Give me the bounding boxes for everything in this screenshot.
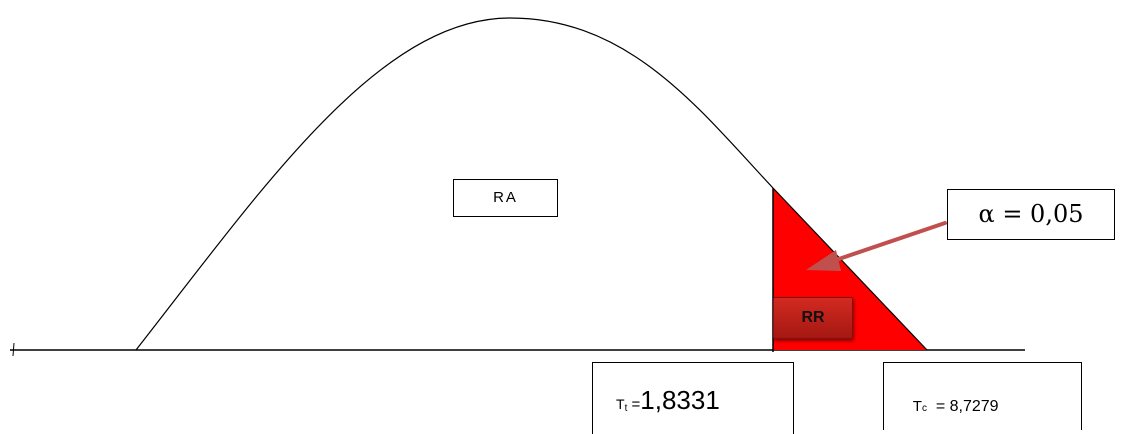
t-table-label: Tt =1,8331 [592,362,794,434]
t-calc-equals: = [926,398,946,415]
t-table-text: Tt =1,8331 [616,385,720,416]
axis-left-tick [12,342,15,357]
t-calc-text: Tc = 8,7279 [895,380,999,434]
distribution-curve [135,17,928,351]
t-calc-symbol: T [912,398,922,415]
t-table-symbol: T [616,396,625,412]
t-table-subscript: t [624,403,628,414]
alpha-label: α = 0,05 [947,189,1115,240]
acceptance-region-text: RA [493,189,518,206]
t-table-equals: = [627,396,641,413]
alpha-text: α = 0,05 [978,200,1084,228]
t-calc-value: 8,7279 [945,398,999,415]
alpha-arrow [806,221,947,271]
rejection-region-text: RR [801,309,825,326]
t-table-value: 1,8331 [640,385,720,415]
acceptance-region-label: RA [453,179,558,217]
t-calc-label: Tc = 8,7279 [883,362,1082,430]
t-calc-subscript: c [921,403,927,414]
rejection-region-label: RR [773,297,853,339]
